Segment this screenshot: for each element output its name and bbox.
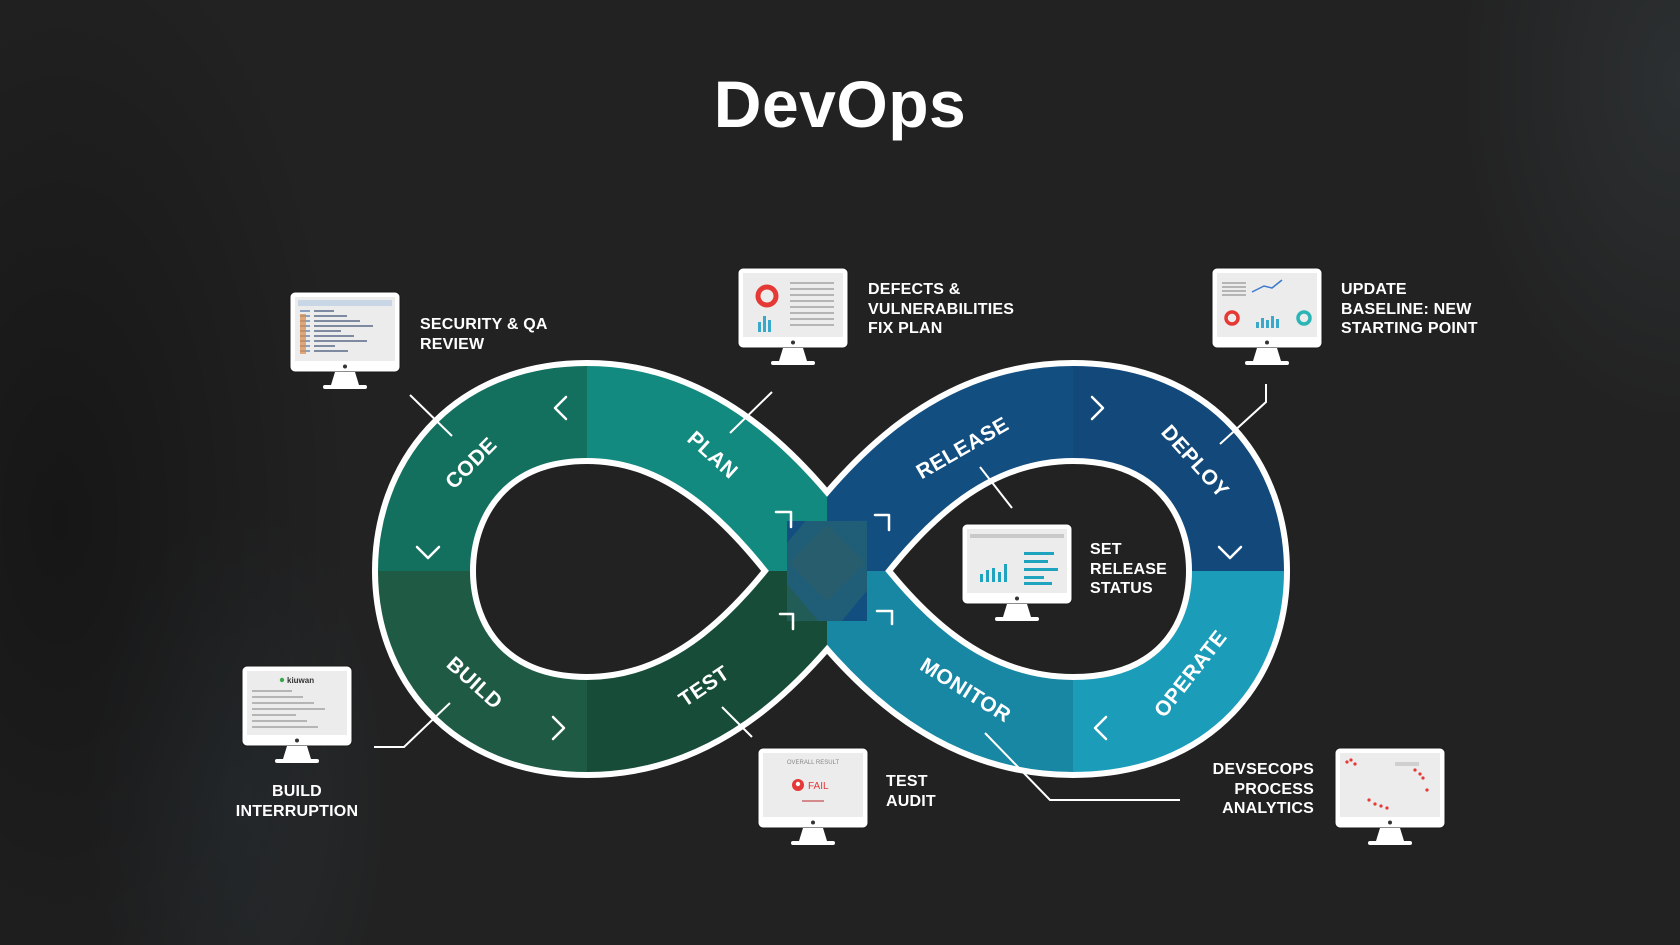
callout-defects-fix-plan: DEFECTS & VULNERABILITIES FIX PLAN [868, 281, 1015, 337]
callout-security-qa-review: SECURITY & QA REVIEW [420, 316, 548, 353]
monitor-scatter-icon [1334, 747, 1446, 845]
connector-test [721, 706, 753, 738]
monitor-bar-chart-icon [961, 523, 1073, 621]
callout-test-audit: TEST AUDIT [886, 773, 936, 810]
callout-set-release-status: SET RELEASE STATUS [1090, 541, 1167, 597]
chevron-corner-icon [778, 612, 795, 631]
direction-chevrons [415, 395, 1243, 741]
chevron-corner-icon [875, 609, 894, 626]
callout-devsecops-analytics: DEVSECOPS PROCESS ANALYTICS [1212, 761, 1314, 817]
callout-build-interruption: BUILD INTERRUPTION [235, 783, 359, 820]
connector-build [374, 702, 451, 748]
segment-code [378, 365, 587, 571]
chevron-left-icon [1093, 715, 1108, 741]
monitor-dashboard-icon [1211, 267, 1323, 365]
connector-defects [729, 391, 773, 434]
svg-text:OVERALL RESULT: OVERALL RESULT [787, 760, 840, 766]
monitor-kiuwan-icon: kiuwan [241, 665, 353, 763]
chevron-down-icon [415, 545, 441, 560]
connector-analytics [984, 732, 1180, 801]
chevron-left-icon [553, 395, 568, 421]
monitor-fail-icon: OVERALL RESULT FAIL [757, 747, 869, 845]
svg-text:FAIL: FAIL [808, 781, 829, 792]
band-segments [378, 365, 1284, 773]
monitor-donut-chart-icon [737, 267, 849, 365]
center-diamond [788, 524, 866, 602]
chevron-right-icon [1090, 395, 1105, 421]
segment-build [378, 571, 587, 773]
monitor-code-icon [289, 291, 401, 389]
connector-release [979, 466, 1013, 509]
chevron-corner-icon [873, 513, 891, 532]
segment-deploy [1073, 366, 1284, 571]
page-title: DevOps [713, 67, 967, 141]
chevron-right-icon [551, 715, 566, 741]
segment-operate [1073, 571, 1284, 772]
chevron-corner-icon [774, 510, 793, 529]
callout-connectors [374, 384, 1267, 801]
connector-security [409, 394, 453, 437]
chevron-down-icon [1217, 545, 1243, 560]
connector-update [1219, 384, 1267, 445]
callout-update-baseline: UPDATE BASELINE: NEW STARTING POINT [1341, 281, 1478, 337]
svg-text:kiuwan: kiuwan [287, 676, 314, 685]
